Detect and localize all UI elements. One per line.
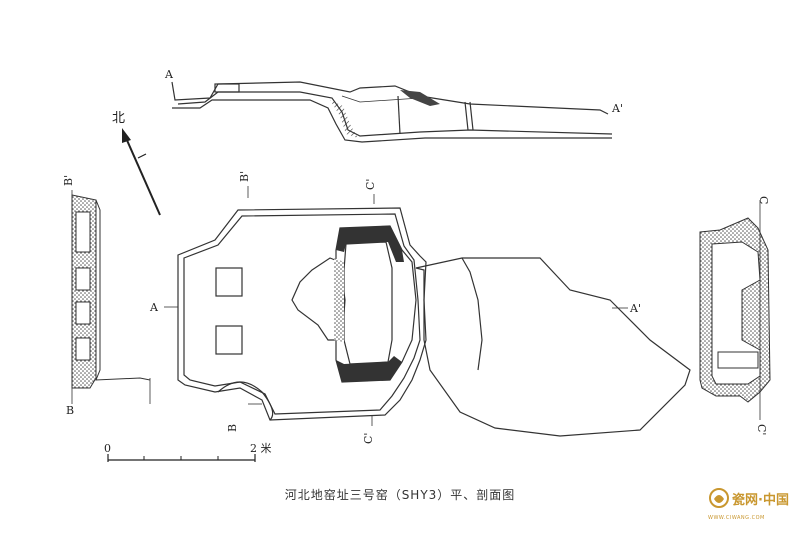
section-a-a: [171, 81, 613, 143]
label-c-section-top: C: [757, 196, 770, 204]
label-b-prime-left: B': [62, 175, 75, 186]
section-a-a-fill: [330, 100, 358, 138]
label-b-prime-plan: B': [238, 171, 251, 182]
figure-caption: 河北地窑址三号窑（SHY3）平、剖面图: [284, 488, 516, 502]
flue-dotted-fill: [334, 258, 344, 342]
label-b-plan: B: [226, 424, 239, 432]
section-c-c: [699, 200, 771, 420]
label-a-right-top: A': [611, 102, 623, 115]
watermark-logo-icon: [709, 488, 729, 508]
label-c-section-bottom: C': [755, 424, 768, 435]
north-label: 北: [112, 111, 125, 126]
section-b-b: [71, 190, 151, 404]
scale-bar: 0 2 米: [104, 442, 272, 462]
label-c-prime-plan-top: C': [364, 179, 377, 190]
section-a-a-kiln-fill: [400, 90, 440, 106]
scale-start-label: 0: [104, 442, 111, 455]
label-c-prime-plan-bottom: C': [362, 433, 375, 444]
scale-end-label: 2 米: [250, 442, 272, 455]
label-a-right-plan: A': [629, 302, 641, 315]
label-a-left-plan: A: [149, 301, 159, 314]
label-a-left-top: A: [164, 68, 174, 81]
north-arrow: 北: [112, 111, 161, 216]
watermark: 瓷网·中国 WWW.CIWANG.COM: [706, 487, 792, 527]
watermark-subtext: WWW.CIWANG.COM: [708, 515, 765, 521]
label-b-left: B: [66, 404, 74, 417]
watermark-text: 瓷网·中国: [732, 493, 789, 508]
fire-chamber-wall-fill-bottom: [336, 356, 402, 382]
kiln-plan: [177, 207, 691, 437]
fire-chamber-wall-fill: [336, 226, 404, 262]
